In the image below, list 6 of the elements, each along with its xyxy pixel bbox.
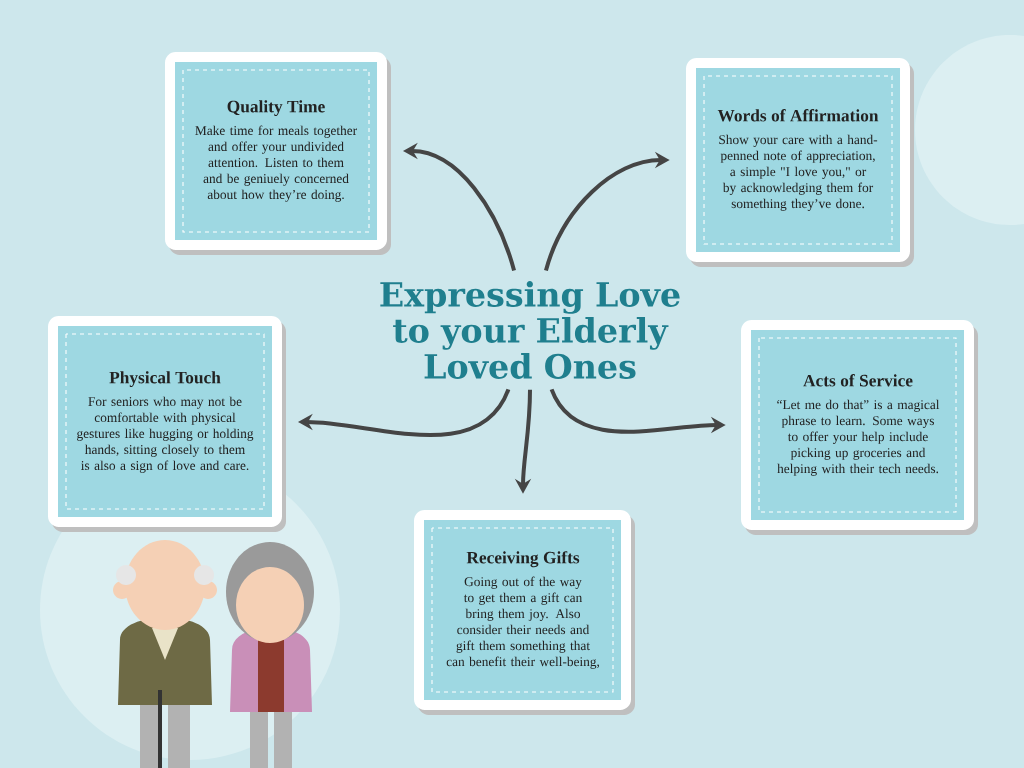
card: Quality Time Make time for meals together and offer your undivided attention. Listen to them and be geniuely concerned about how they’re doing. [165, 52, 391, 255]
title-text: Expressing Love to your Elderly Loved Ones [380, 281, 680, 379]
card: Physical Touch For seniors who may not be comfortable with physical gestures like hugging or holding hands, sitting closely to them is also a sign of love and care. [48, 316, 286, 532]
card: Receiving Gifts Going out of the way to get them a gift can bring them joy. Also consider their needs and gift them something that can benefit their well-being, [414, 510, 635, 715]
card: Words of Affirmation Show your care with a hand-penned note of appreciation, a simple "I love you," or by acknowledging them for something they’ve done. [686, 58, 914, 267]
card: Acts of Service “Let me do that” is a magical phrase to learn. Some ways to offer your help include picking up groceries and helping with their tech needs. [741, 320, 978, 535]
